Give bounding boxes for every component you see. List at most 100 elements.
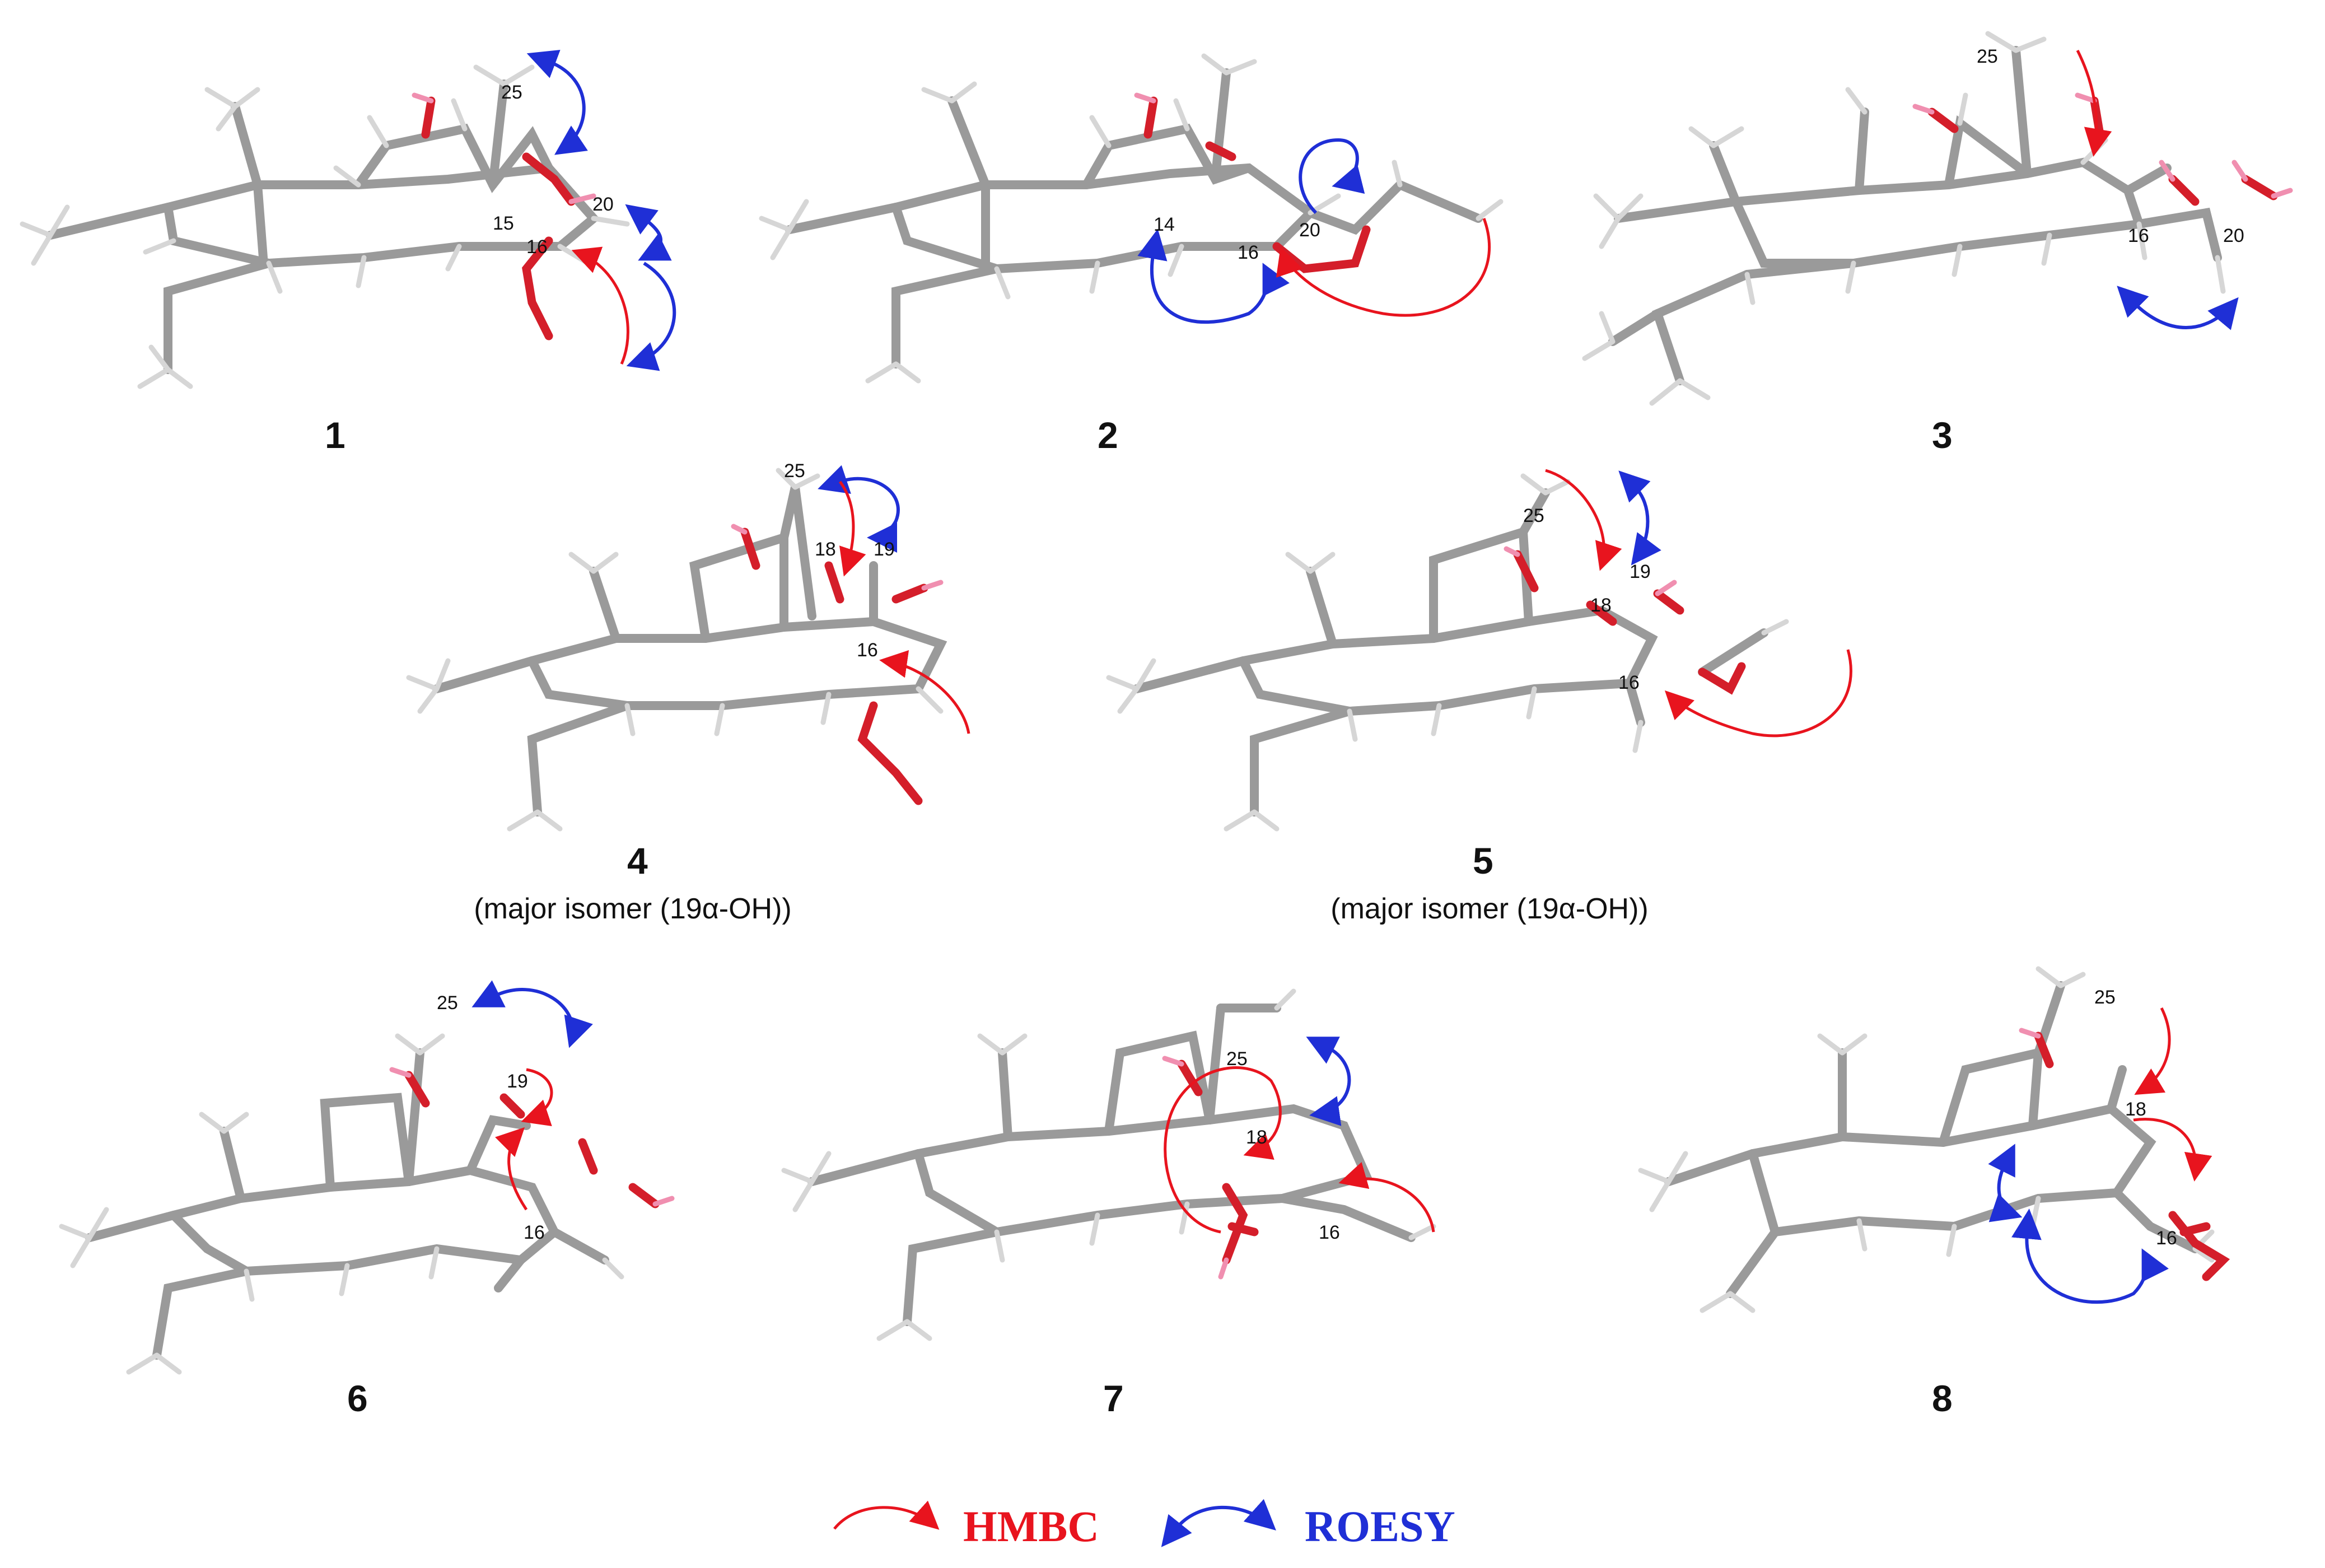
- atom-labels-4: 25 18 19 16: [784, 460, 895, 661]
- hydrogen-bonds-2: [759, 53, 1504, 384]
- atom-label: 18: [1590, 595, 1612, 616]
- atom-labels-2: 20 14 16: [1154, 214, 1320, 263]
- hmbc-arrow: [521, 1068, 553, 1127]
- atom-label: 25: [1977, 46, 1998, 67]
- carbon-skeleton-2: [785, 68, 1483, 368]
- oxygen-bonds-8: [2019, 1028, 2230, 1281]
- oxygen-bonds-1: [412, 92, 596, 340]
- hmbc-legend-arrow: [833, 1500, 940, 1530]
- hmbc-arrow: [1664, 649, 1852, 738]
- roesy-arrow: [626, 262, 676, 371]
- hmbc-arrow: [2134, 1007, 2171, 1095]
- molecule-8: [1638, 966, 2230, 1313]
- atom-label: 19: [874, 539, 895, 560]
- oxygen-bonds-6: [389, 1067, 675, 1208]
- roesy-arrow: [1988, 1144, 2023, 1222]
- hmbc-arrow: [1164, 1066, 1282, 1234]
- atom-label: 25: [1226, 1048, 1248, 1070]
- hydrogen-bonds-4: [406, 468, 944, 832]
- hmbc-arrow: [571, 246, 629, 365]
- atom-labels-6: 25 19 16: [437, 992, 545, 1243]
- compound-number: 4: [627, 840, 648, 881]
- roesy-arrow: [1299, 138, 1365, 214]
- atom-label: 25: [2094, 987, 2116, 1008]
- hydrogen-bonds-6: [59, 1033, 624, 1375]
- molecule-3: [1582, 31, 2293, 406]
- atom-labels-1: 25 20 15 16: [493, 82, 614, 258]
- correlations-2: [1137, 138, 1491, 324]
- legend: HMBC ROESY: [833, 1499, 1455, 1551]
- atom-label: 16: [1618, 672, 1640, 693]
- atom-label: 16: [1319, 1222, 1340, 1243]
- oxygen-bonds-7: [1162, 1056, 1259, 1280]
- roesy-legend-label: ROESY: [1305, 1502, 1455, 1551]
- atom-label: 16: [2128, 225, 2149, 246]
- roesy-arrow: [2011, 1208, 2169, 1304]
- atom-label: 25: [784, 460, 805, 482]
- hmbc-legend-label: HMBC: [963, 1502, 1099, 1551]
- hmbc-arrow: [879, 650, 970, 734]
- hydrogen-bonds-1: [20, 64, 630, 389]
- correlations-7: [1164, 1037, 1435, 1234]
- atom-label: 20: [2223, 225, 2244, 246]
- compound-number: 3: [1932, 414, 1953, 456]
- hydrogen-bonds-3: [1582, 31, 2226, 406]
- atom-labels-7: 25 18 16: [1226, 1048, 1340, 1243]
- roesy-arrow: [471, 980, 593, 1048]
- molecule-1: [20, 64, 630, 389]
- molecule-7: [781, 988, 1436, 1341]
- roesy-arrow: [526, 49, 588, 155]
- hmbc-arrow: [2076, 49, 2112, 157]
- oxygen-bonds-4: [731, 524, 944, 805]
- atom-label: 14: [1154, 214, 1175, 235]
- atom-label: 18: [1246, 1127, 1267, 1148]
- atom-label: 16: [1238, 242, 1259, 263]
- carbon-skeleton-5: [1132, 488, 1768, 816]
- roesy-arrow: [2117, 286, 2239, 330]
- carbon-skeleton-3: [1608, 46, 2222, 385]
- atom-label: 25: [1523, 505, 1544, 526]
- isomer-caption: (major isomer (19α-OH)): [474, 893, 791, 925]
- atom-label: 18: [815, 539, 836, 560]
- compound-number: 2: [1098, 414, 1118, 456]
- compound-number: 1: [325, 414, 346, 456]
- atom-label: 20: [592, 194, 614, 215]
- molecule-5: [1106, 473, 1789, 832]
- atom-label: 19: [1630, 561, 1651, 582]
- atom-label: 16: [2156, 1228, 2177, 1249]
- atom-label: 19: [507, 1071, 528, 1092]
- oxygen-bonds-5: [1504, 546, 1746, 695]
- correlations-6: [471, 980, 593, 1211]
- roesy-arrow: [625, 204, 672, 261]
- atom-labels-8: 25 18 16: [2094, 987, 2177, 1249]
- atom-label: 15: [493, 213, 514, 234]
- correlations-3: [2076, 49, 2239, 330]
- atom-label: 16: [857, 640, 878, 661]
- atom-labels-3: 25 16 20: [1977, 46, 2244, 246]
- atom-label: 16: [524, 1222, 545, 1243]
- hmbc-arrow: [2133, 1118, 2212, 1182]
- compound-number: 8: [1932, 1378, 1953, 1419]
- correlations-1: [526, 49, 676, 371]
- atom-label: 25: [437, 992, 458, 1014]
- roesy-arrow: [1618, 470, 1661, 566]
- roesy-arrow: [818, 465, 900, 553]
- molecule-4: [406, 468, 947, 832]
- correlations-8: [1988, 1007, 2212, 1304]
- hmbc-arrow: [838, 480, 866, 577]
- molecule-2: [759, 53, 1504, 384]
- carbon-skeleton-7: [807, 1004, 1416, 1326]
- compound-number: 5: [1473, 840, 1493, 881]
- correlations-5: [1545, 469, 1852, 738]
- hmbc-arrow: [495, 1127, 528, 1211]
- roesy-arrow: [1137, 228, 1290, 324]
- correlations-4: [818, 465, 970, 734]
- roesy-legend-arrow: [1161, 1499, 1276, 1547]
- atom-label: 16: [526, 236, 548, 258]
- compound-number: 7: [1103, 1378, 1124, 1419]
- hydrogen-bonds-5: [1106, 473, 1789, 832]
- molecule-6: [59, 1033, 675, 1375]
- atom-label: 20: [1299, 220, 1320, 241]
- isomer-caption: (major isomer (19α-OH)): [1330, 893, 1648, 925]
